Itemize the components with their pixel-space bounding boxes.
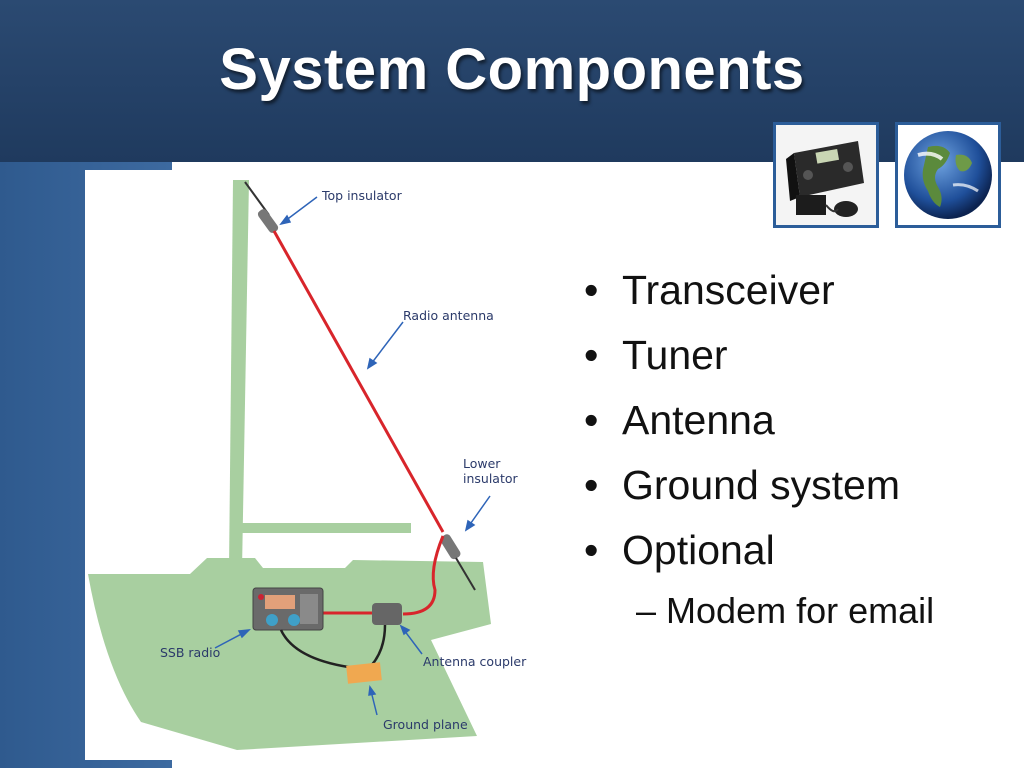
sailboat-ssb-diagram: Top insulator Radio antenna Lower insula… bbox=[85, 170, 537, 760]
earth-globe-thumbnail bbox=[895, 122, 1001, 228]
bullet-marker: • bbox=[584, 397, 599, 443]
bullet-marker: • bbox=[584, 332, 599, 378]
sub-bullet-marker: – bbox=[636, 590, 657, 631]
bullet-item: •Antenna bbox=[584, 392, 1014, 457]
page-title: System Components bbox=[219, 37, 805, 102]
top-insulator bbox=[257, 209, 279, 233]
bullet-item: •Transceiver bbox=[584, 262, 1014, 327]
bullet-marker: • bbox=[584, 462, 599, 508]
label-lower-insulator-line2: insulator bbox=[463, 471, 519, 486]
label-antenna-coupler: Antenna coupler bbox=[423, 654, 527, 669]
antenna-feed-line bbox=[402, 535, 445, 616]
bullet-item: •Ground system bbox=[584, 457, 1014, 522]
label-top-insulator: Top insulator bbox=[321, 188, 403, 203]
bullet-marker: • bbox=[584, 267, 599, 313]
lower-insulator bbox=[440, 534, 461, 560]
radio-transceiver-icon bbox=[776, 125, 876, 225]
label-radio-antenna: Radio antenna bbox=[403, 308, 494, 323]
bullet-item: •Optional bbox=[584, 522, 1014, 587]
radio-antenna-wire bbox=[272, 230, 445, 533]
label-lower-insulator-line1: Lower bbox=[463, 456, 501, 471]
component-bullet-list: •Transceiver •Tuner •Antenna •Ground sys… bbox=[584, 262, 1014, 587]
label-ssb-radio: SSB radio bbox=[160, 645, 220, 660]
ssb-radio-unit bbox=[252, 587, 324, 631]
mast bbox=[229, 180, 249, 570]
sub-bullet-item: – Modem for email bbox=[636, 590, 935, 631]
label-ground-plane: Ground plane bbox=[383, 717, 468, 732]
earth-globe-icon bbox=[898, 125, 998, 225]
bullet-item: •Tuner bbox=[584, 327, 1014, 392]
bullet-marker: • bbox=[584, 527, 599, 573]
antenna-coupler-box bbox=[372, 603, 402, 625]
ground-plane bbox=[346, 662, 382, 684]
radio-transceiver-thumbnail bbox=[773, 122, 879, 228]
boom bbox=[233, 523, 411, 533]
